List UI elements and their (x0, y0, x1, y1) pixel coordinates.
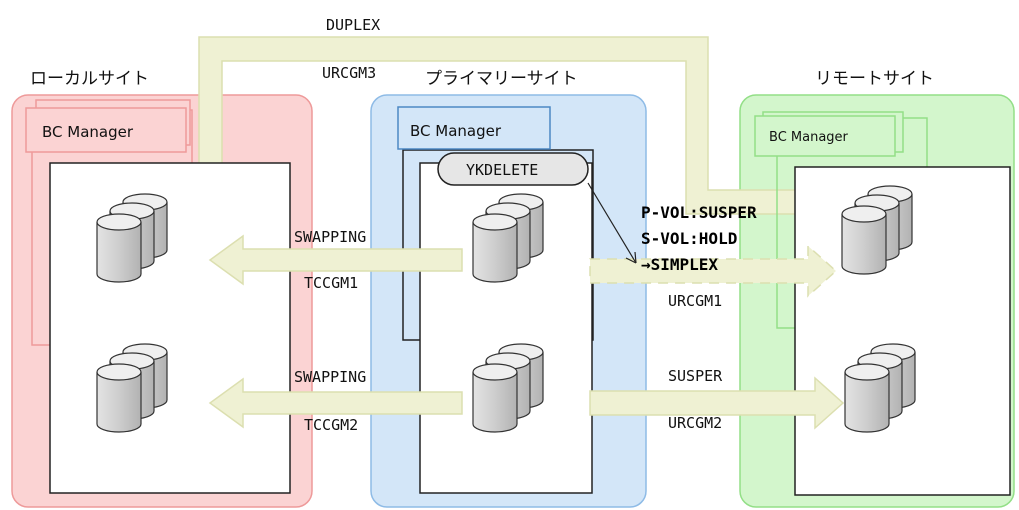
tccgm1-arrow (208, 234, 463, 286)
tccgm1-status: SWAPPING (294, 228, 366, 246)
ykdelete-command (437, 152, 589, 186)
tccgm2-arrow (208, 377, 463, 429)
urcgm2-status: SUSPER (668, 367, 723, 385)
remote-site-title: リモートサイト (815, 69, 934, 89)
tccgm2-group: TCCGM2 (304, 416, 358, 434)
local-storage-box (49, 162, 291, 494)
urcgm1-status-line-2: S-VOL:HOLD (641, 229, 737, 248)
ykdelete-pointer-head (625, 251, 637, 264)
remote-bc-manager: BC Manager (754, 111, 928, 329)
ykdelete-pointer-line (587, 182, 637, 264)
primary-bc-manager: BC Manager (397, 106, 594, 341)
primary-bc-manager-label: BC Manager (410, 122, 502, 140)
urcgm1-group: URCGM1 (668, 292, 722, 310)
tccgm1-group: TCCGM1 (304, 274, 358, 292)
ykdelete-label: YKDELETE (466, 161, 538, 179)
remote-bc-manager-label: BC Manager (769, 130, 849, 145)
local-bc-manager-label: BC Manager (42, 123, 134, 141)
urcgm3-group: URCGM3 (322, 64, 376, 82)
urcgm2-group: URCGM2 (668, 414, 722, 432)
urcgm1-status-line-3: →SIMPLEX (641, 255, 718, 274)
local-site-title: ローカルサイト (30, 69, 149, 89)
urcgm2-arrow (589, 376, 845, 430)
urcgm1-status-line-1: P-VOL:SUSPER (641, 203, 757, 222)
primary-site-title: プライマリーサイト (425, 69, 578, 89)
urcgm3-status: DUPLEX (326, 16, 380, 34)
urcgm1-arrow (589, 244, 838, 298)
tccgm2-status: SWAPPING (294, 368, 366, 386)
